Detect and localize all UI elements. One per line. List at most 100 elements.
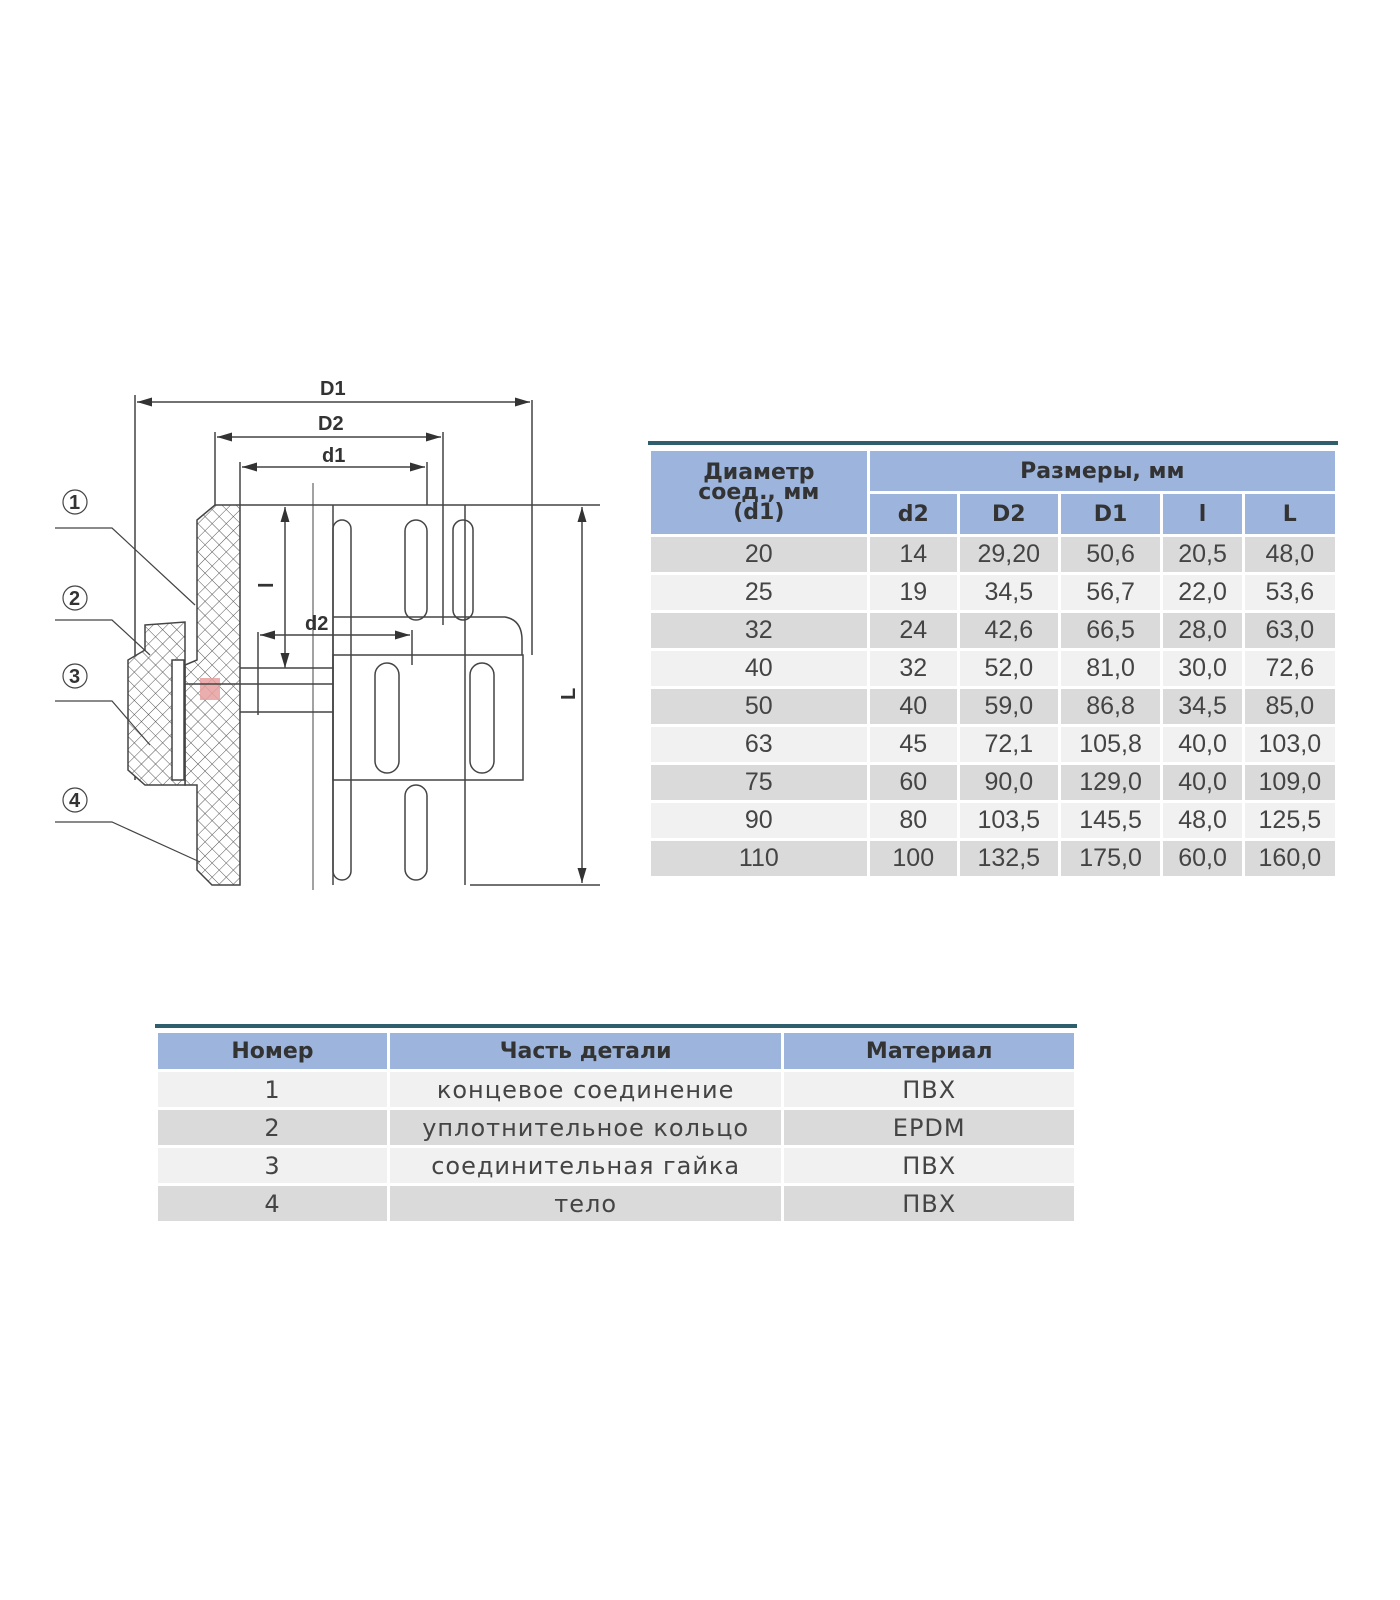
table-cell: 63 xyxy=(648,724,870,765)
column-header: L xyxy=(1241,491,1339,537)
table-cell: 25 xyxy=(648,572,870,613)
table-cell: 132,5 xyxy=(956,838,1061,879)
table-cell: 40,0 xyxy=(1160,762,1245,803)
table-cell: 14 xyxy=(866,534,960,575)
table-cell: 90,0 xyxy=(956,762,1061,803)
callout-4: 4 xyxy=(69,790,81,812)
callout-1: 1 xyxy=(69,492,80,514)
table-cell: 40,0 xyxy=(1160,724,1245,765)
pipe-union-diagram: D1 D2 d1 d2 l L 1 2 3 4 xyxy=(55,378,600,890)
table-cell: 1 xyxy=(155,1069,390,1110)
table-cell: 160,0 xyxy=(1241,838,1339,879)
table-cell: 86,8 xyxy=(1057,686,1164,727)
table-cell: 72,1 xyxy=(956,724,1061,765)
table-cell: 75 xyxy=(648,762,870,803)
table-cell: 40 xyxy=(866,686,960,727)
table-cell: 34,5 xyxy=(1160,686,1245,727)
header-line: соед., мм xyxy=(698,479,820,505)
table-cell: 50 xyxy=(648,686,870,727)
table-cell: 24 xyxy=(866,610,960,651)
header-diameter: Диаметр соед., мм (d1) xyxy=(648,448,870,537)
column-header: Номер xyxy=(155,1030,390,1072)
table-cell: 80 xyxy=(866,800,960,841)
header-sizes: Размеры, мм xyxy=(866,448,1339,494)
label-l: l xyxy=(256,582,278,588)
table-cell: 90 xyxy=(648,800,870,841)
table-cell: 48,0 xyxy=(1160,800,1245,841)
table-cell: соединительная гайка xyxy=(386,1145,785,1186)
table-cell: 105,8 xyxy=(1057,724,1164,765)
table-cell: 2 xyxy=(155,1107,390,1148)
parts-top-rule xyxy=(155,1024,1077,1028)
table-cell: 20 xyxy=(648,534,870,575)
table-cell: уплотнительное кольцо xyxy=(386,1107,785,1148)
table-cell: 56,7 xyxy=(1057,572,1164,613)
table-cell: 34,5 xyxy=(956,572,1061,613)
table-cell: 110 xyxy=(648,838,870,879)
table-cell: 103,5 xyxy=(956,800,1061,841)
table-cell: 48,0 xyxy=(1241,534,1339,575)
table-cell: 40 xyxy=(648,648,870,689)
table-cell: 32 xyxy=(866,648,960,689)
column-header: d2 xyxy=(866,491,960,537)
table-cell: 72,6 xyxy=(1241,648,1339,689)
table-cell: 53,6 xyxy=(1241,572,1339,613)
table-cell: 52,0 xyxy=(956,648,1061,689)
table-cell: EPDM xyxy=(781,1107,1077,1148)
table-cell: тело xyxy=(386,1183,785,1224)
header-line: (d1) xyxy=(733,499,785,525)
table-cell: 22,0 xyxy=(1160,572,1245,613)
table-cell: 20,5 xyxy=(1160,534,1245,575)
label-d2: d2 xyxy=(305,613,328,635)
table-cell: 3 xyxy=(155,1145,390,1186)
callout-2: 2 xyxy=(69,588,80,610)
table-top-rule xyxy=(648,441,1338,445)
table-cell: 32 xyxy=(648,610,870,651)
table-cell: 145,5 xyxy=(1057,800,1164,841)
label-D1: D1 xyxy=(320,378,346,400)
column-header: D2 xyxy=(956,491,1061,537)
table-cell: 103,0 xyxy=(1241,724,1339,765)
table-cell: ПВХ xyxy=(781,1145,1077,1186)
column-header: Материал xyxy=(781,1030,1077,1072)
column-header: D1 xyxy=(1057,491,1164,537)
label-L: L xyxy=(558,688,580,700)
table-cell: 29,20 xyxy=(956,534,1061,575)
table-cell: 85,0 xyxy=(1241,686,1339,727)
table-cell: 50,6 xyxy=(1057,534,1164,575)
table-cell: 66,5 xyxy=(1057,610,1164,651)
table-cell: 109,0 xyxy=(1241,762,1339,803)
table-cell: 63,0 xyxy=(1241,610,1339,651)
table-cell: ПВХ xyxy=(781,1183,1077,1224)
column-header: l xyxy=(1160,491,1245,537)
column-header: Часть детали xyxy=(386,1030,785,1072)
header-line: Диаметр xyxy=(703,459,815,485)
table-cell: 100 xyxy=(866,838,960,879)
table-cell: 59,0 xyxy=(956,686,1061,727)
table-cell: 42,6 xyxy=(956,610,1061,651)
table-cell: 175,0 xyxy=(1057,838,1164,879)
table-cell: 28,0 xyxy=(1160,610,1245,651)
table-cell: ПВХ xyxy=(781,1069,1077,1110)
table-cell: 4 xyxy=(155,1183,390,1224)
table-cell: 19 xyxy=(866,572,960,613)
table-cell: 30,0 xyxy=(1160,648,1245,689)
label-D2: D2 xyxy=(318,413,344,435)
table-cell: 60,0 xyxy=(1160,838,1245,879)
table-cell: концевое соединение xyxy=(386,1069,785,1110)
label-d1: d1 xyxy=(322,445,345,467)
table-cell: 45 xyxy=(866,724,960,765)
